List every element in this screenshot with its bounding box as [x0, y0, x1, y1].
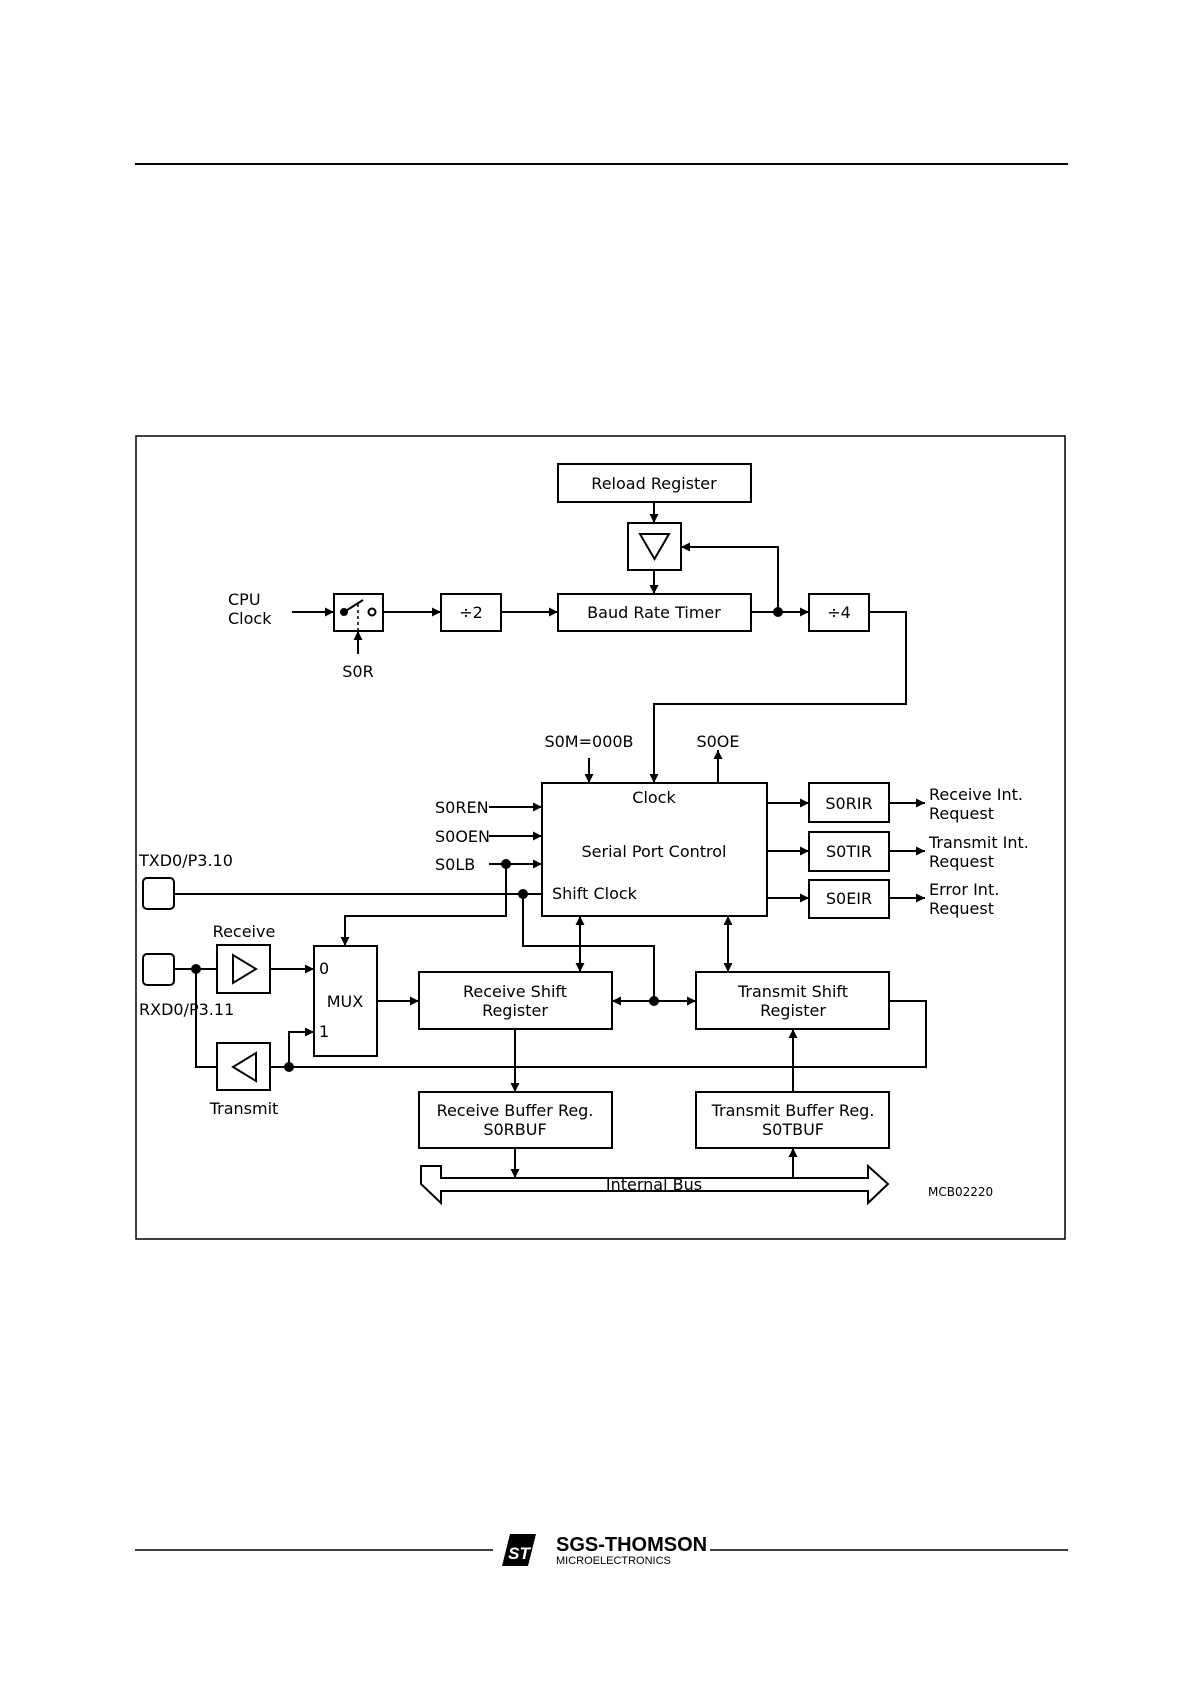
rxd0-to-transmit-amp-wire	[195, 969, 217, 1068]
error-request-label-2: Request	[929, 899, 994, 918]
rxd0-junction-dot	[191, 964, 201, 974]
cpu-clock-label-2: Clock	[228, 609, 272, 628]
receive-buffer-amp-box	[216, 944, 271, 994]
tx-request-label-1: Transmit Int.	[928, 833, 1029, 852]
s0oe-label: S0OE	[696, 732, 739, 751]
s0lb-junction-dot	[501, 859, 511, 869]
loopback-junction-dot	[284, 1062, 294, 1072]
reload-buffer-triangle-icon	[638, 533, 671, 561]
rx-request-label-1: Receive Int.	[929, 785, 1023, 804]
shift-register-junction-dot	[649, 996, 659, 1006]
s0rir-label: S0RIR	[825, 794, 872, 813]
timer-reload-feedback-wire	[681, 542, 779, 612]
figure-frame	[135, 435, 1066, 1240]
baud-rate-timer-label: Baud Rate Timer	[587, 603, 721, 622]
transmit-buffer-amp-box	[216, 1042, 271, 1091]
rx-shift-label-1: Receive Shift	[463, 982, 567, 1001]
s0m-label: S0M=000B	[544, 732, 633, 751]
control-clock-label: Clock	[632, 788, 676, 807]
switch-icon	[340, 599, 377, 631]
div4-to-control-clock-wire	[649, 611, 907, 783]
rxd0-label: RXD0/P3.11	[139, 1000, 234, 1019]
div2-label: ÷2	[459, 603, 483, 622]
st-logo-icon: ST	[502, 1534, 536, 1566]
rx-buffer-label-2: S0RBUF	[483, 1120, 546, 1139]
tx-shift-label-2: Register	[760, 1001, 826, 1020]
mux-in0-label: 0	[319, 959, 329, 978]
tx-shift-label-1: Transmit Shift	[737, 982, 848, 1001]
tx-buffer-label-2: S0TBUF	[762, 1120, 824, 1139]
tx-shift-loopback-wire	[270, 1000, 927, 1068]
internal-bus-label: Internal Bus	[606, 1175, 702, 1194]
internal-bus-arrow	[420, 1163, 890, 1206]
mux-in1-label: 1	[319, 1022, 329, 1041]
tx-buffer-label-1: Transmit Buffer Reg.	[711, 1101, 875, 1120]
receive-amp-triangle-icon	[232, 953, 258, 985]
timer-junction-dot	[773, 607, 783, 617]
s0lb-label: S0LB	[435, 855, 475, 874]
s0tir-label: S0TIR	[826, 842, 872, 861]
txd0-label: TXD0/P3.10	[138, 851, 233, 870]
receive-label: Receive	[213, 922, 276, 941]
rx-request-label-2: Request	[929, 804, 994, 823]
cpu-clock-label-1: CPU	[228, 590, 261, 609]
figure-code: MCB02220	[928, 1185, 993, 1199]
serial-port-control-label: Serial Port Control	[582, 842, 727, 861]
div4-label: ÷4	[827, 603, 851, 622]
txd0-pin	[142, 877, 175, 910]
shift-clock-label: Shift Clock	[552, 884, 638, 903]
transmit-label: Transmit	[209, 1099, 279, 1118]
rx-shift-label-2: Register	[482, 1001, 548, 1020]
shift-clock-junction-wire	[522, 894, 655, 1001]
s0lb-to-mux-wire	[340, 864, 507, 946]
s0r-label: S0R	[342, 662, 373, 681]
s0oen-label: S0OEN	[435, 827, 490, 846]
error-request-label-1: Error Int.	[929, 880, 999, 899]
transmit-amp-triangle-icon	[231, 1051, 257, 1083]
mux-label: MUX	[327, 992, 364, 1011]
reload-register-label: Reload Register	[591, 474, 717, 493]
loopback-to-mux-wire	[288, 1027, 314, 1067]
logo-name: SGS-THOMSON	[556, 1534, 707, 1556]
s0eir-label: S0EIR	[826, 889, 872, 908]
shift-clock-junction-dot	[518, 889, 528, 899]
reload-buffer-box	[627, 522, 682, 571]
s0ren-label: S0REN	[435, 798, 489, 817]
rx-buffer-label-1: Receive Buffer Reg.	[437, 1101, 594, 1120]
logo-subtitle: MICROELECTRONICS	[556, 1555, 671, 1567]
rxd0-pin	[142, 953, 175, 986]
logo-mark: ST	[508, 1544, 531, 1563]
tx-request-label-2: Request	[929, 852, 994, 871]
